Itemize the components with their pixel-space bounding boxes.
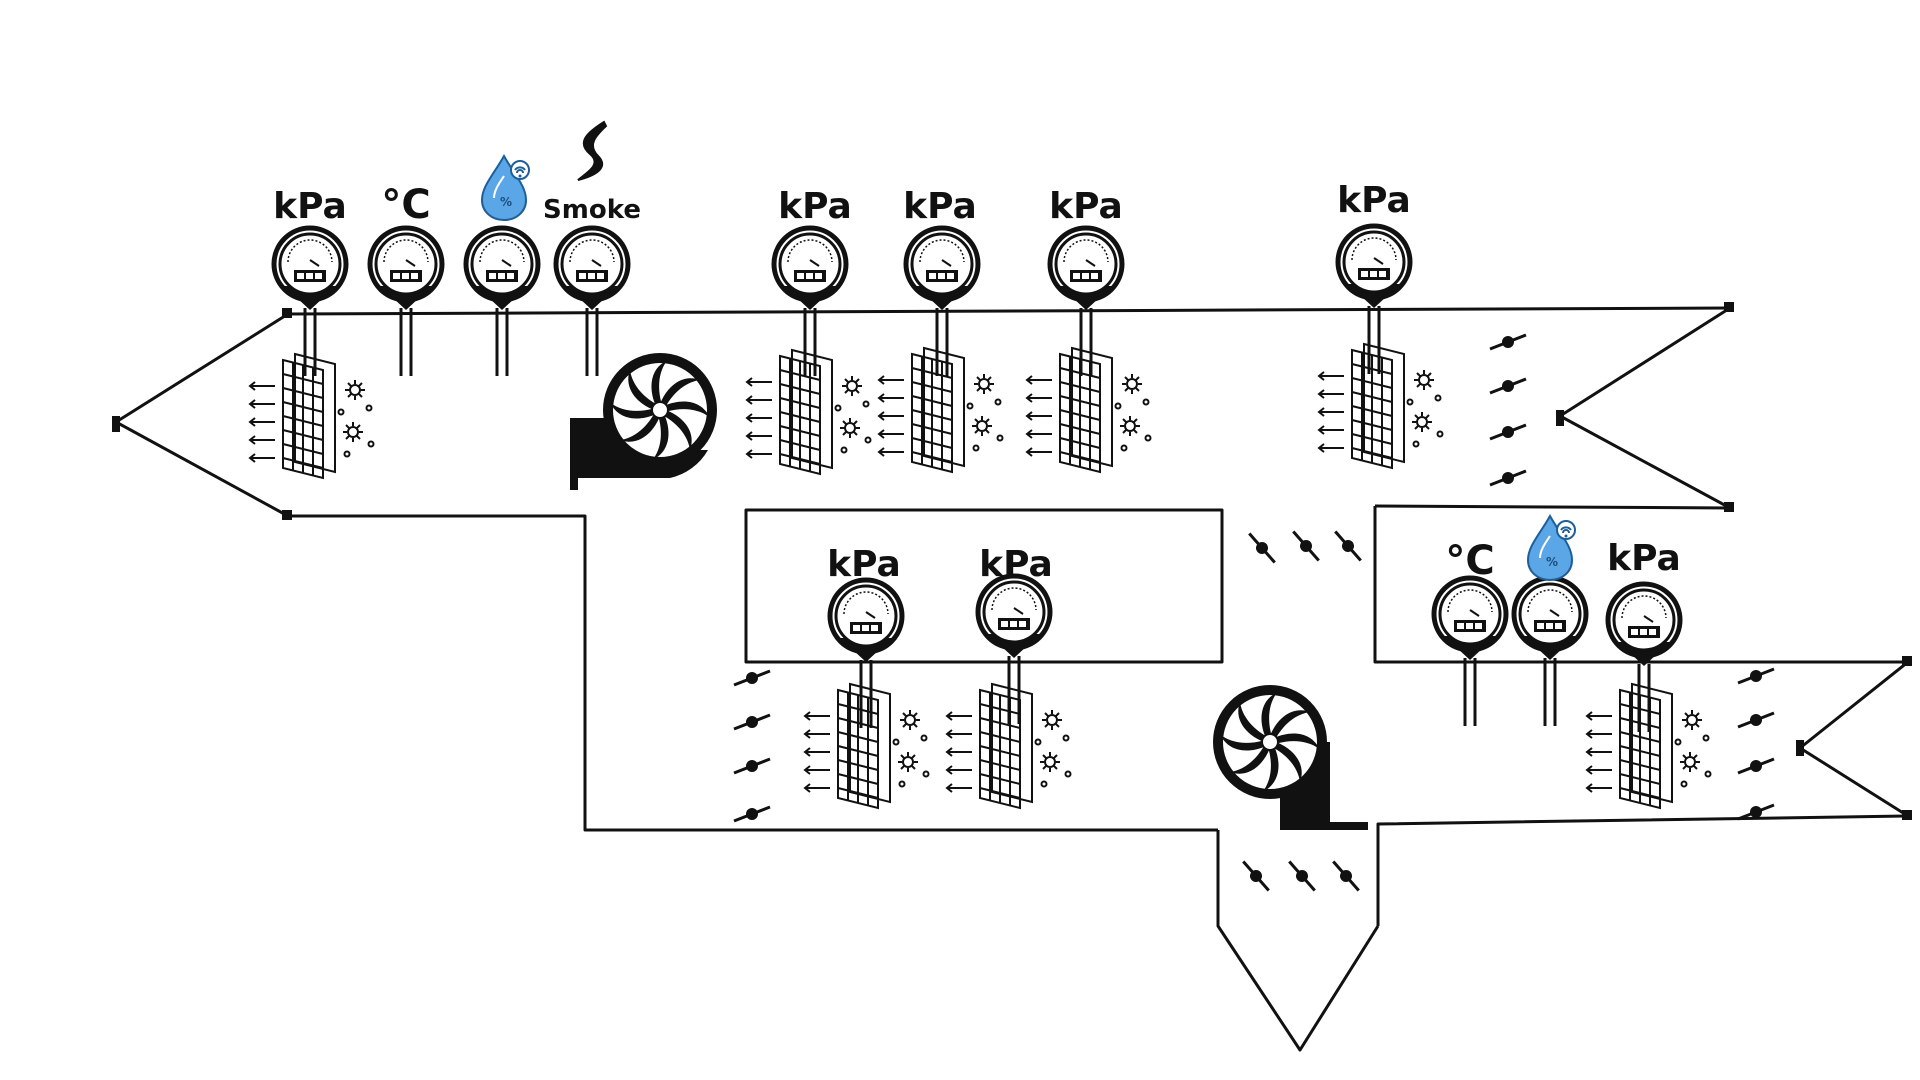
pressure-gauge-icon: kPa [978,544,1053,724]
mixing-chamber [744,508,1224,664]
damper-icon [1488,333,1528,487]
damper-icon [1247,525,1363,569]
filter-icon [878,347,1004,473]
return-fan-icon [1218,690,1368,830]
damper-icon [1241,855,1361,897]
pressure-gauge-icon: kPa [273,186,347,376]
pressure-gauge-icon: kPa [774,186,852,376]
svg-text:°C: °C [381,182,430,228]
filter-icon [1026,347,1152,473]
svg-text:°C: °C [1445,538,1494,584]
humidity-droplet-icon [1527,515,1576,581]
svg-text:kPa: kPa [1049,186,1123,227]
pressure-gauge-icon: kPa [903,186,978,376]
damper-icon [732,669,772,823]
temperature-gauge-icon: °C [370,182,442,376]
smoke-wisp-icon [577,120,608,181]
supply-duct-bottom-wall [288,514,1218,832]
smoke-gauge-icon: Smoke [543,120,641,376]
pressure-gauge-icon: kPa [1049,186,1123,376]
filter-icon [249,353,375,479]
bottom-exhaust-nozzle [1216,830,1380,1052]
svg-text:kPa: kPa [273,186,347,227]
temperature-gauge-icon: °C [1434,538,1506,726]
svg-text:kPa: kPa [778,186,852,227]
svg-text:kPa: kPa [903,186,977,227]
ductwork [112,302,1912,1052]
pressure-gauge-icon: kPa [1607,538,1681,732]
svg-text:Smoke: Smoke [543,195,641,225]
pressure-gauge-icon: kPa [1337,180,1411,374]
pressure-gauge-icon: kPa [827,544,902,728]
svg-text:kPa: kPa [979,544,1053,585]
svg-text:kPa: kPa [827,544,901,585]
humidity-droplet-icon [481,155,530,221]
right-branch-duct [1373,506,1908,664]
humidity-gauge-icon [466,155,538,376]
outdoor-intake-right [1374,306,1732,510]
damper-icon [1736,667,1776,821]
supply-fan-icon [570,358,712,490]
svg-text:kPa: kPa [1607,538,1681,579]
supply-duct-left-nozzle [114,312,289,518]
filter-icon [1318,343,1444,469]
filter-icon [746,349,872,475]
supply-duct-top-wall [287,306,1731,316]
humidity-gauge-icon [1514,515,1586,726]
filter-icon [804,683,930,809]
svg-text:kPa: kPa [1337,180,1411,221]
